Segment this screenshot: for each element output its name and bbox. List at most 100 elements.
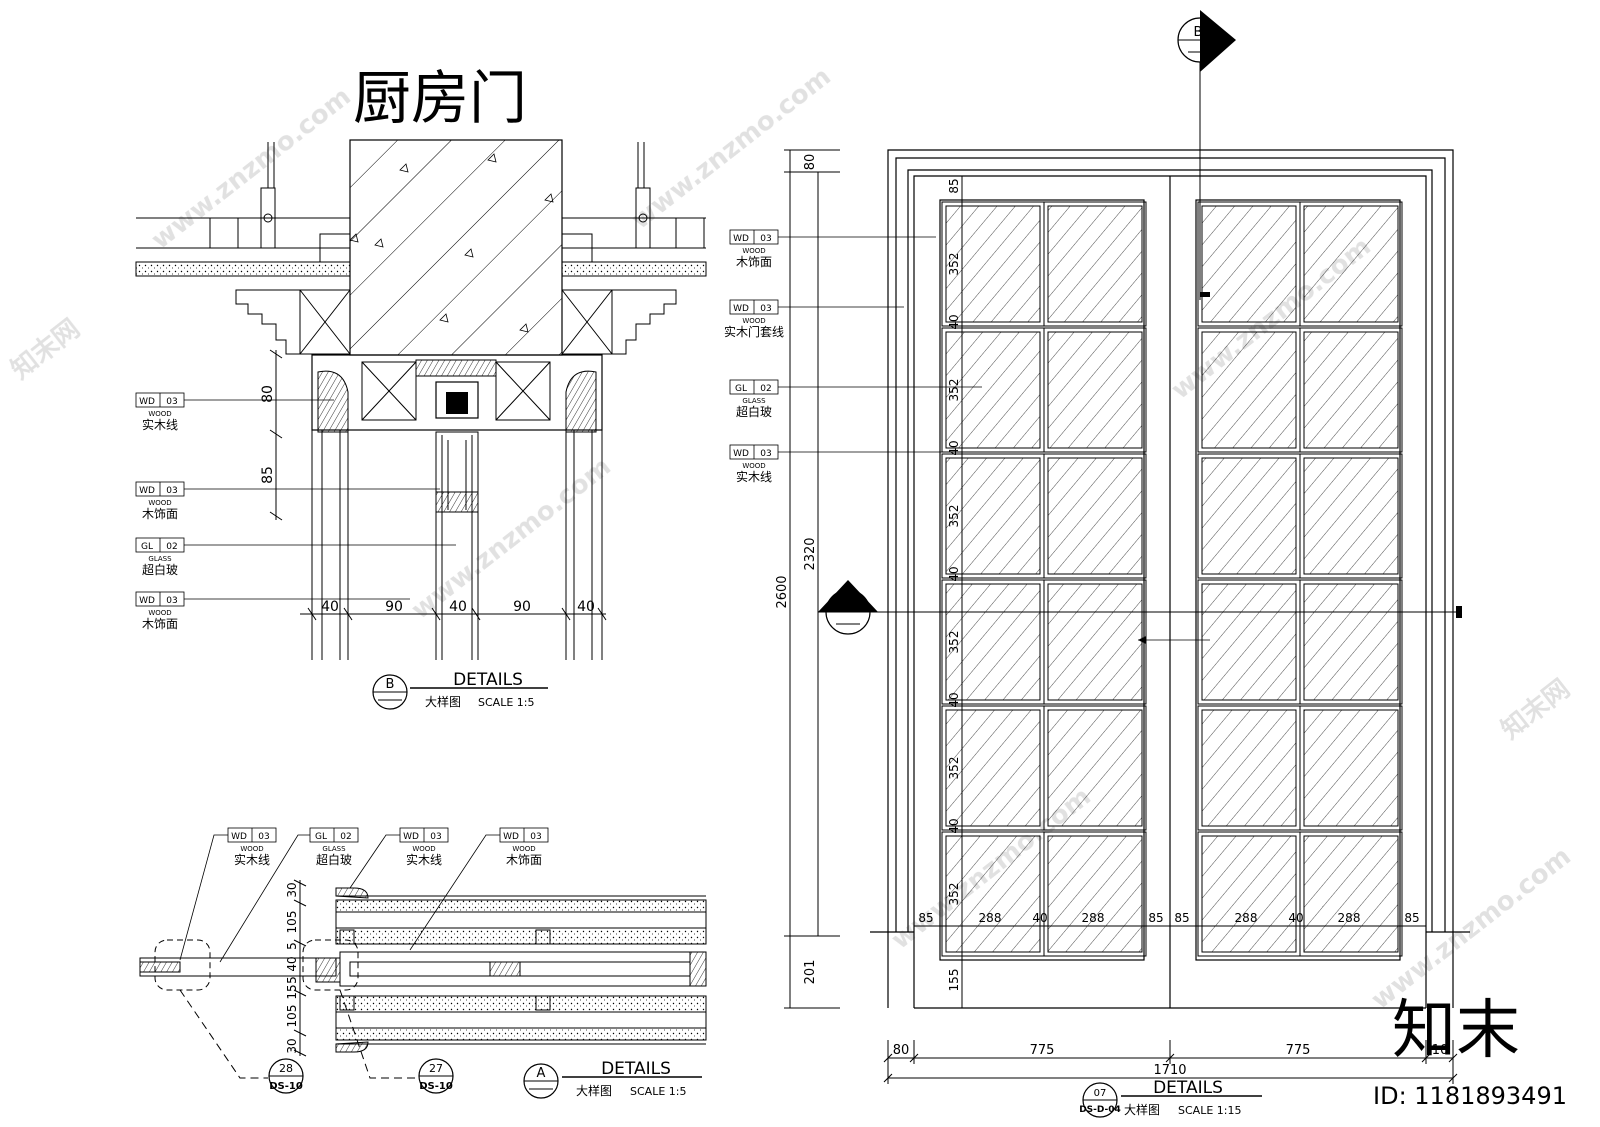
leaf-dim: 288 (1338, 911, 1361, 925)
svg-text:WOOD: WOOD (742, 462, 765, 470)
svg-text:SCALE 1:5: SCALE 1:5 (478, 696, 534, 709)
tag-b-1: WD 03 WOOD 实木线 (135, 392, 334, 432)
leaf-dim: 40 (1032, 911, 1047, 925)
svg-text:WD: WD (139, 596, 155, 606)
leaf-dim: 288 (1235, 911, 1258, 925)
dim-b-h2: 90 (385, 599, 403, 615)
watermark-7: 知末网 (6, 314, 86, 386)
dim-total-width: 1710 (1153, 1063, 1186, 1078)
svg-text:WD: WD (503, 832, 519, 842)
dim-b-h5: 40 (577, 599, 595, 615)
panel-dim: 40 (947, 314, 961, 329)
glass-pane (1201, 457, 1297, 575)
svg-text:B: B (1194, 25, 1203, 40)
panel-dim: 40 (947, 818, 961, 833)
svg-text:木饰面: 木饰面 (142, 507, 178, 521)
tag-a-3: WD 03 WOOD 实木线 (349, 827, 449, 889)
svg-text:WOOD: WOOD (512, 845, 535, 853)
dim-b-h1: 40 (321, 599, 339, 615)
pane-frame (1043, 327, 1147, 453)
callout-27: 27 DS-10 (418, 1058, 454, 1094)
leaf-dim: 288 (979, 911, 1002, 925)
leaf-dim: 288 (1082, 911, 1105, 925)
svg-text:实木线: 实木线 (406, 852, 442, 867)
svg-text:GLASS: GLASS (322, 845, 346, 853)
tag-a-2: GL 02 GLASS 超白玻 (219, 827, 359, 963)
dim-a-v2: 105 (285, 911, 299, 934)
svg-text:DETAILS: DETAILS (601, 1059, 671, 1079)
dim-b-h3: 40 (449, 599, 467, 615)
leaf-dim: 85 (1404, 911, 1419, 925)
wall-section (349, 139, 563, 356)
svg-text:SCALE 1:15: SCALE 1:15 (1178, 1104, 1241, 1117)
watermark-8: 知末网 (1496, 674, 1576, 746)
tag-a-4: WD 03 WOOD 木饰面 (409, 827, 549, 951)
panel-dim: 352 (947, 505, 961, 528)
svg-text:实木门套线: 实木门套线 (724, 324, 784, 339)
detail-a-title: A DETAILS 大样图 SCALE 1:5 (523, 1059, 702, 1099)
svg-text:DETAILS: DETAILS (1153, 1078, 1223, 1098)
dim-a-v3: 5 (285, 942, 299, 950)
svg-text:03: 03 (760, 304, 771, 314)
detail-b: 80 85 40 90 40 90 40 WD 03 WOOD 实木线 WD 0… (135, 139, 707, 710)
pane-frame (1043, 705, 1147, 831)
svg-text:28: 28 (279, 1062, 293, 1075)
svg-text:超白玻: 超白玻 (736, 404, 772, 419)
svg-text:WD: WD (403, 832, 419, 842)
glass-pane (1303, 709, 1399, 827)
svg-text:WOOD: WOOD (148, 609, 171, 617)
glass-pane (1047, 331, 1143, 449)
svg-text:07: 07 (1094, 1088, 1107, 1099)
svg-text:03: 03 (430, 832, 441, 842)
glass-pane (1047, 709, 1143, 827)
svg-text:木饰面: 木饰面 (506, 853, 542, 867)
dim-bottom-10: 10 (1432, 1043, 1449, 1058)
dim-a-v8: 30 (285, 1038, 299, 1053)
svg-text:WOOD: WOOD (148, 499, 171, 507)
dim-bottom-775a: 775 (1030, 1043, 1055, 1058)
panel-dim: 352 (947, 631, 961, 654)
svg-text:WD: WD (139, 486, 155, 496)
section-b-marker: B (1177, 10, 1236, 72)
svg-text:木饰面: 木饰面 (142, 617, 178, 631)
dim-a-v4: 40 (285, 956, 299, 971)
svg-text:03: 03 (760, 234, 771, 244)
dim-b-85: 85 (260, 466, 276, 484)
pane-frame (1299, 705, 1403, 831)
glass-pane (1201, 835, 1297, 953)
svg-text:实木线: 实木线 (142, 417, 178, 432)
leaf-dim: 40 (1288, 911, 1303, 925)
glass-pane (1047, 583, 1143, 701)
tag-e-1: WD 03 WOOD 木饰面 (729, 229, 936, 269)
callout-28: 28 DS-10 (268, 1058, 304, 1094)
dim-bottom-775b: 775 (1286, 1043, 1311, 1058)
svg-text:03: 03 (166, 486, 177, 496)
dim-a-v1: 30 (285, 882, 299, 897)
dim-201: 201 (803, 960, 818, 985)
svg-text:实木线: 实木线 (736, 469, 772, 484)
svg-text:03: 03 (166, 596, 177, 606)
svg-text:A: A (844, 597, 853, 612)
glass-panes (941, 201, 1403, 957)
dim-total-height: 2600 (775, 575, 790, 608)
panel-dim: 352 (947, 757, 961, 780)
image-id: ID: 1181893491 (1373, 1082, 1567, 1110)
svg-text:03: 03 (166, 397, 177, 407)
svg-text:WD: WD (733, 234, 749, 244)
tag-a-1: WD 03 WOOD 实木线 (179, 827, 277, 961)
leaf-dim: 85 (1148, 911, 1163, 925)
glass-pane (1047, 835, 1143, 953)
watermark-3: www.znzmo.com (626, 62, 837, 236)
dim-leaf-height: 2320 (803, 537, 818, 570)
tag-b-3: GL 02 GLASS 超白玻 (135, 537, 456, 577)
svg-text:WOOD: WOOD (742, 317, 765, 325)
glass-pane (1201, 583, 1297, 701)
svg-text:WD: WD (231, 832, 247, 842)
panel-dim: 155 (947, 969, 961, 992)
section-a-marker: A (818, 580, 878, 635)
svg-text:03: 03 (760, 449, 771, 459)
glass-pane (1303, 583, 1399, 701)
panel-dim: 352 (947, 253, 961, 276)
detail-b-title: B DETAILS 大样图 SCALE 1:5 (372, 670, 548, 710)
